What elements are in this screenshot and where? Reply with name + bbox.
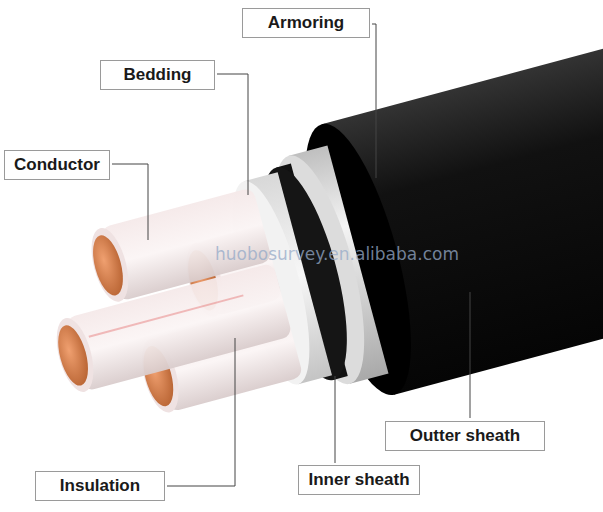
part-name: Bedding: [109, 65, 206, 85]
watermark: huobosurvey.en.alibaba.com: [215, 244, 459, 264]
callout-box: Insulation: [35, 471, 165, 501]
callout-box: Bedding: [100, 60, 215, 90]
leader-lines: [112, 24, 470, 486]
callout-box: Outter sheath: [385, 421, 545, 451]
core: [50, 263, 293, 396]
part-name: Outter sheath: [394, 426, 536, 446]
part-name: Insulation: [44, 476, 156, 496]
cable-body: [18, 5, 603, 476]
callout-box: Conductor: [4, 150, 110, 180]
part-name: Armoring: [251, 13, 361, 33]
part-name: Inner sheath: [307, 470, 411, 490]
callout-box: Inner sheath: [298, 465, 420, 495]
callout-box: Armoring: [242, 8, 370, 38]
part-name: Conductor: [13, 155, 101, 175]
